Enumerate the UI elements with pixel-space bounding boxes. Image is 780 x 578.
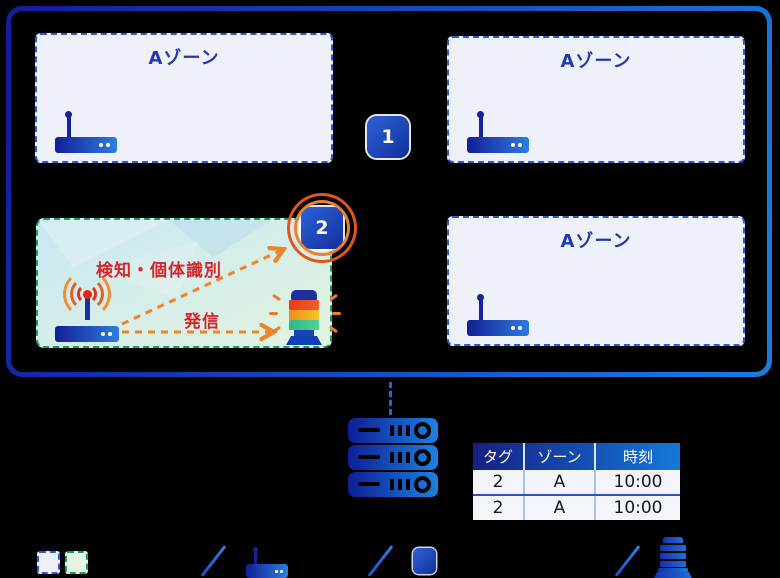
legend-slash	[614, 545, 641, 577]
router-body	[55, 137, 117, 153]
cell-time: 10:00	[613, 472, 663, 492]
stack-light-red	[289, 300, 319, 310]
cell-time: 10:00	[613, 498, 663, 518]
detection-arrows	[121, 220, 334, 350]
legend-highlight-swatch	[65, 551, 88, 574]
light-ray	[269, 312, 278, 315]
zone-box-bottom-right: Aゾーン	[447, 216, 745, 346]
cell-tag: 2	[473, 470, 525, 494]
legend-router-icon	[246, 547, 288, 578]
table-header-tag: タグ	[473, 443, 525, 470]
cell-zone: A	[525, 470, 596, 494]
tag-number: 2	[315, 217, 329, 239]
zone-box-top-left: Aゾーン	[35, 33, 333, 163]
table-header-time: 時刻	[622, 448, 653, 466]
antenna-stem	[67, 117, 71, 138]
antenna-stem	[479, 300, 483, 321]
detect-label: 検知・個体識別	[96, 261, 222, 281]
legend-stack-light-icon	[654, 537, 692, 578]
light-ray	[332, 312, 341, 315]
stack-light-cap	[291, 290, 317, 300]
legend-tag-icon	[413, 548, 436, 574]
router-icon	[467, 111, 529, 153]
antenna-stem	[479, 117, 483, 138]
server-unit	[348, 472, 438, 497]
emit-label: 発信	[184, 312, 220, 332]
stack-light-icon	[269, 290, 341, 346]
cell-zone: A	[525, 496, 596, 520]
tag-badge-1: 1	[367, 116, 409, 158]
antenna-tip	[477, 111, 484, 118]
table-row: 2 A 10:00	[473, 470, 680, 494]
stack-light-green	[289, 320, 319, 330]
router-body	[467, 137, 529, 153]
table-header-row: タグ ゾーン 時刻	[473, 443, 680, 470]
server-unit	[348, 445, 438, 470]
server-icon	[348, 418, 438, 498]
detect-arrow	[121, 250, 282, 326]
antenna-stem	[85, 298, 90, 320]
detection-log-table: タグ ゾーン 時刻 2 A 10:00 2 A 10:00	[473, 443, 680, 520]
radio-waves-icon	[63, 270, 111, 318]
legend-slash	[367, 545, 394, 577]
cell-tag: 2	[473, 496, 525, 520]
active-router-icon	[55, 270, 121, 342]
stack-light-neck	[294, 330, 314, 336]
stack-light-orange	[289, 310, 319, 320]
table-row: 2 A 10:00	[473, 496, 680, 520]
server-unit	[348, 418, 438, 443]
dashed-connector	[389, 382, 392, 415]
antenna-tip	[477, 294, 484, 301]
tag-number: 1	[381, 126, 395, 148]
zone-title: Aゾーン	[560, 51, 632, 72]
router-icon	[55, 111, 117, 153]
antenna-tip	[83, 290, 92, 299]
router-icon	[467, 294, 529, 336]
zone-title: Aゾーン	[148, 48, 220, 69]
router-body	[55, 326, 119, 342]
legend-zone-swatch	[37, 551, 60, 574]
zone-title: Aゾーン	[560, 231, 632, 252]
table-header-zone: ゾーン	[525, 443, 596, 470]
antenna-tip	[65, 111, 72, 118]
tag-badge-2: 2	[272, 178, 372, 278]
zone-box-top-right: Aゾーン	[447, 36, 745, 163]
legend-slash	[200, 545, 227, 577]
router-body	[467, 320, 529, 336]
stack-light-base	[286, 336, 322, 345]
table-row-divider	[473, 494, 680, 496]
